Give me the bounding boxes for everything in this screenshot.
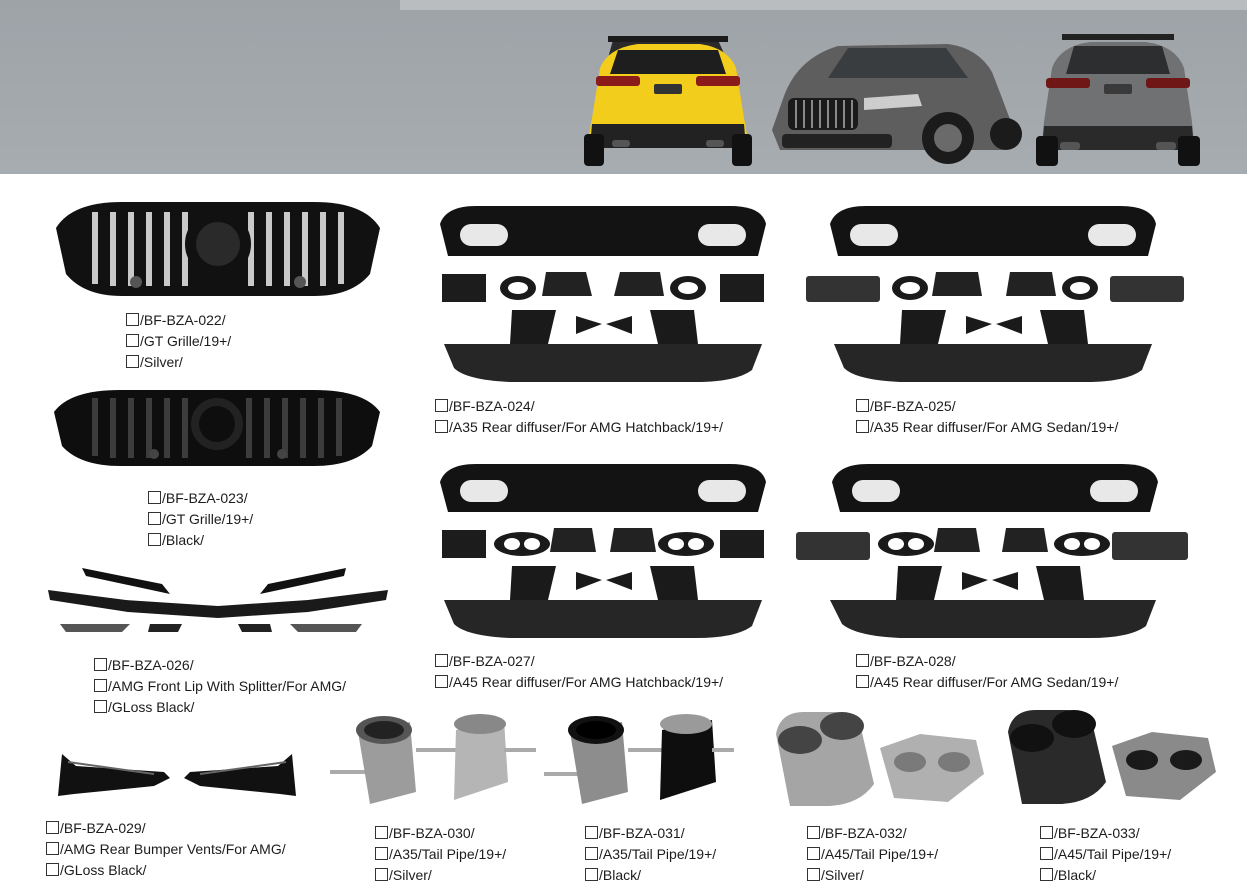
product-label-024: /BF-BZA-024/ /A35 Rear diffuser/For AMG … <box>435 396 723 438</box>
product-label-022: /BF-BZA-022/ /GT Grille/19+/ /Silver/ <box>126 310 231 373</box>
header-banner <box>0 0 1247 174</box>
product-label-028: /BF-BZA-028/ /A45 Rear diffuser/For AMG … <box>856 651 1118 693</box>
checkbox[interactable] <box>435 399 448 412</box>
checkbox[interactable] <box>375 868 388 881</box>
front-lip-splitter-icon <box>48 568 388 632</box>
label-line: /BF-BZA-031/ <box>585 823 716 844</box>
label-line: /GT Grille/19+/ <box>148 509 253 530</box>
label-line: /Silver/ <box>126 352 231 373</box>
grey-sedan-rear-car <box>1036 34 1200 166</box>
checkbox[interactable] <box>1040 847 1053 860</box>
label-line: /Silver/ <box>807 865 938 886</box>
label-line: /BF-BZA-033/ <box>1040 823 1171 844</box>
checkbox[interactable] <box>435 675 448 688</box>
label-line: /Silver/ <box>375 865 506 886</box>
product-label-026: /BF-BZA-026/ /AMG Front Lip With Splitte… <box>94 655 346 718</box>
label-line: /BF-BZA-027/ <box>435 651 723 672</box>
checkbox[interactable] <box>46 821 59 834</box>
checkbox[interactable] <box>46 842 59 855</box>
rear-diffuser-kit-icon <box>806 206 1184 382</box>
label-line: /Black/ <box>148 530 253 551</box>
checkbox[interactable] <box>435 654 448 667</box>
tail-pipe-single-black-icon <box>544 714 734 804</box>
rear-diffuser-kit-icon <box>440 464 766 638</box>
checkbox[interactable] <box>94 700 107 713</box>
checkbox[interactable] <box>46 863 59 876</box>
checkbox[interactable] <box>585 868 598 881</box>
checkbox[interactable] <box>148 491 161 504</box>
product-label-025: /BF-BZA-025/ /A35 Rear diffuser/For AMG … <box>856 396 1118 438</box>
product-label-029: /BF-BZA-029/ /AMG Rear Bumper Vents/For … <box>46 818 286 881</box>
checkbox[interactable] <box>856 420 869 433</box>
checkbox[interactable] <box>435 420 448 433</box>
label-line: /GLoss Black/ <box>94 697 346 718</box>
label-line: /BF-BZA-023/ <box>148 488 253 509</box>
checkbox[interactable] <box>585 847 598 860</box>
gt-grille-black-icon <box>54 390 380 466</box>
rear-diffuser-kit-icon <box>440 206 766 382</box>
checkbox[interactable] <box>126 313 139 326</box>
checkbox[interactable] <box>856 399 869 412</box>
checkbox[interactable] <box>375 826 388 839</box>
rear-diffuser-kit-icon <box>796 464 1188 638</box>
checkbox[interactable] <box>375 847 388 860</box>
label-line: /A35 Rear diffuser/For AMG Sedan/19+/ <box>856 417 1118 438</box>
label-line: /Black/ <box>1040 865 1171 886</box>
checkbox[interactable] <box>148 512 161 525</box>
label-line: /BF-BZA-032/ <box>807 823 938 844</box>
label-line: /AMG Front Lip With Splitter/For AMG/ <box>94 676 346 697</box>
label-line: /A45 Rear diffuser/For AMG Hatchback/19+… <box>435 672 723 693</box>
label-line: /BF-BZA-029/ <box>46 818 286 839</box>
gt-grille-silver-icon <box>56 202 380 296</box>
checkbox[interactable] <box>807 826 820 839</box>
label-line: /BF-BZA-028/ <box>856 651 1118 672</box>
yellow-hatchback-rear-car <box>584 36 752 166</box>
checkbox[interactable] <box>585 826 598 839</box>
label-line: /AMG Rear Bumper Vents/For AMG/ <box>46 839 286 860</box>
checkbox[interactable] <box>94 679 107 692</box>
product-label-031: /BF-BZA-031/ /A35/Tail Pipe/19+/ /Black/ <box>585 823 716 886</box>
checkbox[interactable] <box>126 334 139 347</box>
checkbox[interactable] <box>126 355 139 368</box>
label-line: /A35 Rear diffuser/For AMG Hatchback/19+… <box>435 417 723 438</box>
label-line: /A45 Rear diffuser/For AMG Sedan/19+/ <box>856 672 1118 693</box>
checkbox[interactable] <box>94 658 107 671</box>
label-line: /BF-BZA-026/ <box>94 655 346 676</box>
product-label-027: /BF-BZA-027/ /A45 Rear diffuser/For AMG … <box>435 651 723 693</box>
label-line: /GT Grille/19+/ <box>126 331 231 352</box>
label-line: /Black/ <box>585 865 716 886</box>
banner-highlight <box>400 0 1247 10</box>
label-line: /BF-BZA-025/ <box>856 396 1118 417</box>
label-line: /GLoss Black/ <box>46 860 286 881</box>
checkbox[interactable] <box>1040 868 1053 881</box>
grey-hatchback-front-car <box>772 44 1022 164</box>
label-line: /BF-BZA-022/ <box>126 310 231 331</box>
label-line: /A45/Tail Pipe/19+/ <box>807 844 938 865</box>
rear-bumper-vents-icon <box>58 754 296 796</box>
checkbox[interactable] <box>807 868 820 881</box>
label-line: /A45/Tail Pipe/19+/ <box>1040 844 1171 865</box>
checkbox[interactable] <box>148 533 161 546</box>
checkbox[interactable] <box>1040 826 1053 839</box>
tail-pipe-dual-silver-icon <box>776 712 984 806</box>
label-line: /A35/Tail Pipe/19+/ <box>585 844 716 865</box>
label-line: /BF-BZA-024/ <box>435 396 723 417</box>
label-line: /BF-BZA-030/ <box>375 823 506 844</box>
checkbox[interactable] <box>856 675 869 688</box>
tail-pipe-dual-black-icon <box>1008 710 1216 804</box>
checkbox[interactable] <box>807 847 820 860</box>
checkbox[interactable] <box>856 654 869 667</box>
tail-pipe-single-silver-icon <box>330 714 536 804</box>
product-label-023: /BF-BZA-023/ /GT Grille/19+/ /Black/ <box>148 488 253 551</box>
product-label-030: /BF-BZA-030/ /A35/Tail Pipe/19+/ /Silver… <box>375 823 506 886</box>
product-label-033: /BF-BZA-033/ /A45/Tail Pipe/19+/ /Black/ <box>1040 823 1171 886</box>
product-label-032: /BF-BZA-032/ /A45/Tail Pipe/19+/ /Silver… <box>807 823 938 886</box>
label-line: /A35/Tail Pipe/19+/ <box>375 844 506 865</box>
